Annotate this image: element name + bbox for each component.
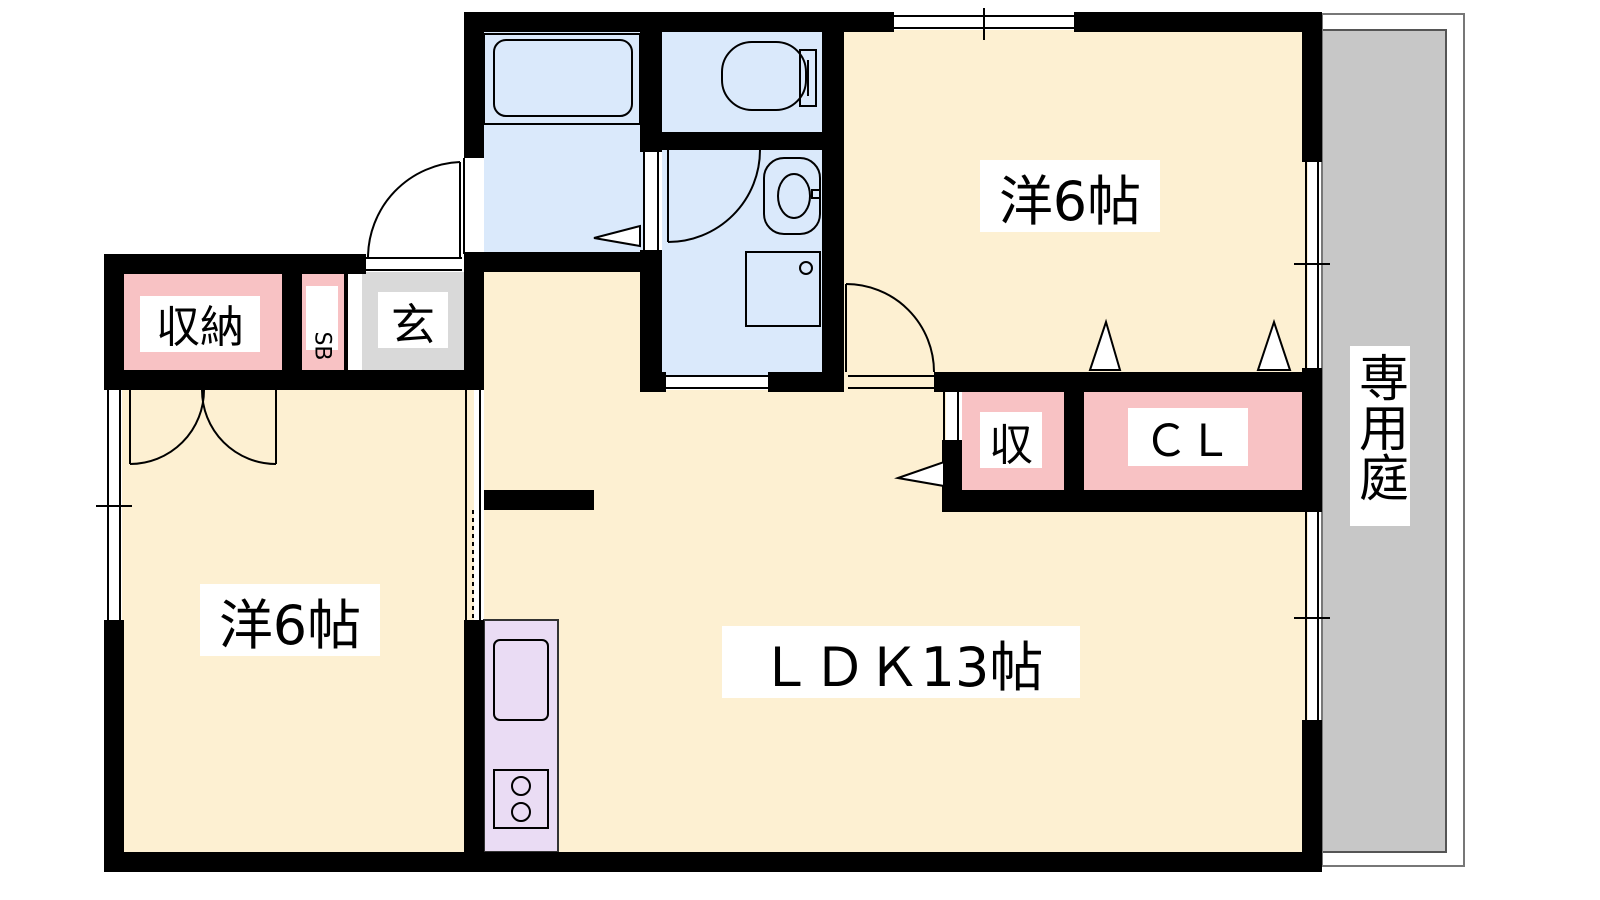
entrance-label: 玄: [391, 300, 435, 351]
toilet-floor: [662, 30, 824, 134]
shoe-box-label: SB: [310, 331, 335, 360]
wash-basin-icon: [763, 157, 821, 235]
storage-left-label: 収納: [156, 302, 244, 353]
shoe-box-label-text: SB: [310, 331, 335, 360]
washroom-floor: [662, 150, 824, 376]
windows: [96, 8, 1330, 720]
closet-label: ＣＬ: [1144, 416, 1232, 467]
private-garden-label-text: 専用庭: [1351, 352, 1409, 502]
toilet-icon: [721, 41, 817, 111]
storage-small-label: 収: [989, 420, 1033, 471]
private-garden-label: 専用庭: [1351, 352, 1409, 502]
bathroom-floor: [484, 30, 644, 254]
ldk-label: ＬＤＫ13帖: [759, 636, 1044, 699]
door-swings: [129, 149, 1292, 488]
kitchen-counter: [483, 619, 559, 853]
western-room-lower-label: 洋6帖: [219, 594, 361, 657]
ldk-floor-main: [484, 390, 946, 858]
stove-icon: [493, 769, 549, 829]
western-room-upper-label: 洋6帖: [999, 170, 1141, 233]
labels: 洋6帖 洋6帖 ＬＤＫ13帖 収納 SB 玄 収 ＣＬ 専用庭: [140, 160, 1410, 699]
washing-machine-icon: [745, 251, 821, 327]
fixtures: [483, 33, 821, 829]
bathtub-icon: [493, 39, 633, 117]
walls: [104, 12, 1322, 872]
ldk-floor: [484, 272, 642, 392]
sink-icon: [493, 639, 549, 721]
